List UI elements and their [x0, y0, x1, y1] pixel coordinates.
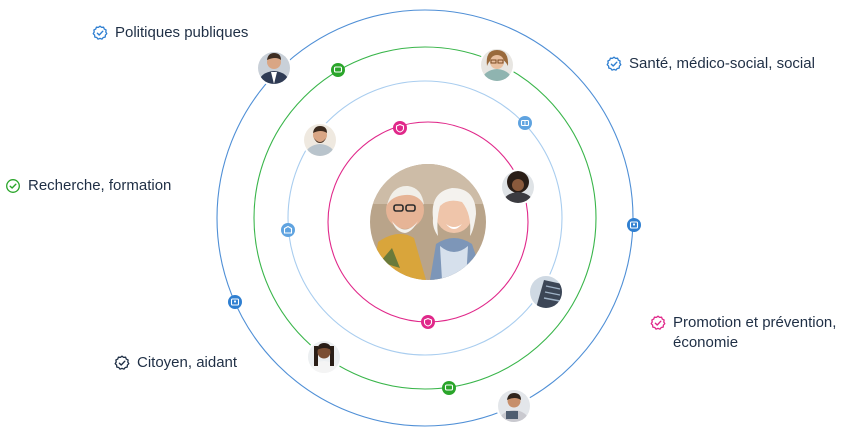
- label-citoyen-aidant: Citoyen, aidant: [114, 353, 237, 373]
- user-card-icon: [228, 295, 242, 309]
- shield-icon: [393, 121, 407, 135]
- building-icon: [281, 223, 295, 237]
- label-text: Santé, médico-social, social: [629, 55, 815, 72]
- badge-check-icon: [650, 315, 666, 330]
- light-blue-ring: [287, 80, 563, 356]
- label-text-group: Promotion et prévention, économie: [673, 313, 836, 353]
- label-politiques-publiques: Politiques publiques: [92, 23, 248, 43]
- badge-check-icon: [92, 25, 108, 40]
- shield-icon: [421, 315, 435, 329]
- message-icon: [331, 63, 345, 77]
- label-text: Citoyen, aidant: [137, 354, 238, 371]
- badge-check-icon: [606, 56, 622, 71]
- label-line-1: Promotion et prévention,: [673, 314, 837, 331]
- user-card-icon: [627, 218, 641, 232]
- man-suit-avatar[interactable]: [256, 50, 292, 86]
- label-sante-medico-social: Santé, médico-social, social: [606, 54, 815, 74]
- center-photo: [370, 164, 486, 280]
- label-line-2: économie: [673, 334, 739, 351]
- woman-tablet-avatar[interactable]: [496, 388, 532, 424]
- label-recherche-formation: Recherche, formation: [5, 176, 171, 196]
- braided-woman-avatar[interactable]: [306, 339, 342, 375]
- message-icon: [442, 381, 456, 395]
- outer-ring: [216, 9, 634, 427]
- briefcase-icon: [518, 116, 532, 130]
- green-ring: [253, 46, 597, 390]
- building-avatar[interactable]: [528, 274, 564, 310]
- label-text: Politiques publiques: [115, 24, 249, 41]
- curly-hair-woman-avatar[interactable]: [500, 169, 536, 205]
- label-promotion-prevention: Promotion et prévention, économie: [650, 313, 836, 353]
- bearded-man-avatar[interactable]: [302, 122, 338, 158]
- circle-check-icon: [6, 179, 20, 193]
- badge-check-icon: [114, 355, 130, 370]
- label-text: Recherche, formation: [28, 177, 172, 194]
- woman-glasses-avatar[interactable]: [479, 47, 515, 83]
